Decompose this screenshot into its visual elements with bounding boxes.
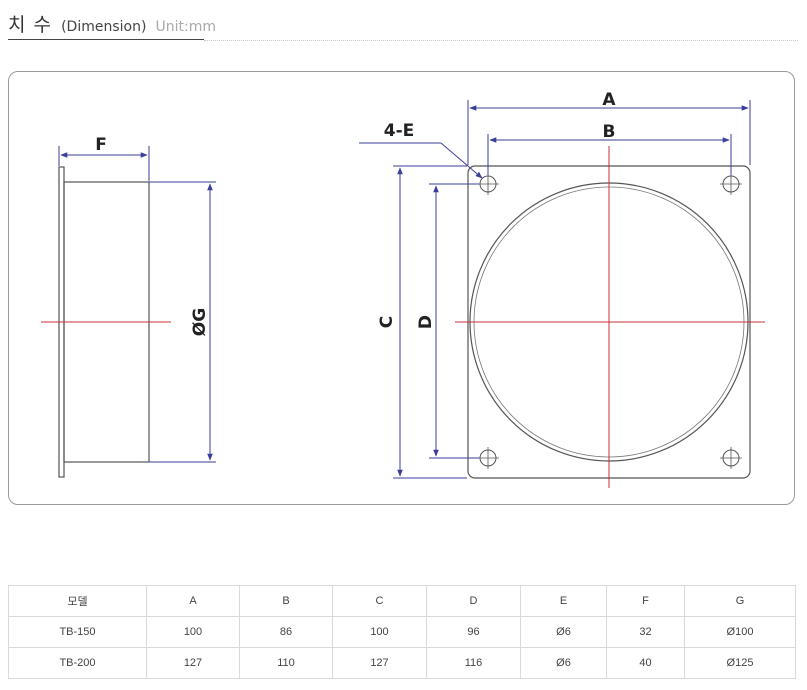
- cell-A: 127: [146, 647, 240, 679]
- cell-C: 127: [332, 647, 427, 679]
- cell-B: 110: [239, 647, 333, 679]
- cell-F: 40: [606, 647, 685, 679]
- dimension-drawing: F ØG: [41, 90, 765, 488]
- header-F: F: [606, 585, 685, 617]
- label-E: 4-E: [384, 121, 415, 141]
- front-view: A B C D 4-E: [359, 90, 765, 488]
- header-A: A: [146, 585, 240, 617]
- cell-D: 116: [426, 647, 521, 679]
- label-C: C: [377, 316, 397, 328]
- dimension-drawing-panel: F ØG: [8, 71, 795, 505]
- title-underline: [8, 39, 204, 40]
- header-model: 모델: [8, 585, 147, 617]
- section-title: 치 수 (Dimension) Unit:mm: [8, 10, 216, 37]
- title-english: (Dimension): [61, 19, 147, 35]
- dotted-divider: [204, 40, 798, 41]
- cell-model: TB-200: [8, 647, 147, 679]
- unit-label: Unit:mm: [155, 19, 217, 35]
- cell-E: Ø6: [520, 647, 607, 679]
- header-C: C: [332, 585, 427, 617]
- table-row: TB-150 100 86 100 96 Ø6 32 Ø100: [8, 616, 796, 648]
- side-view: F ØG: [41, 135, 216, 478]
- cell-model: TB-150: [8, 616, 147, 648]
- cell-F: 32: [606, 616, 685, 648]
- label-A: A: [602, 90, 616, 110]
- cell-G: Ø100: [684, 616, 796, 648]
- label-G: ØG: [190, 308, 210, 336]
- cell-D: 96: [426, 616, 521, 648]
- leader-E-arrow: [440, 142, 483, 179]
- bolt-hole-bottom-right: [720, 447, 742, 469]
- cell-G: Ø125: [684, 647, 796, 679]
- header-D: D: [426, 585, 521, 617]
- bolt-hole-top-right: [720, 173, 742, 195]
- label-B: B: [603, 122, 616, 142]
- section-header: 치 수 (Dimension) Unit:mm: [8, 8, 798, 42]
- bolt-hole-bottom-left: [477, 447, 499, 469]
- title-korean: 치 수: [8, 14, 52, 36]
- cell-E: Ø6: [520, 616, 607, 648]
- label-F: F: [95, 135, 107, 155]
- table-row: TB-200 127 110 127 116 Ø6 40 Ø125: [8, 647, 796, 679]
- cell-A: 100: [146, 616, 240, 648]
- cell-B: 86: [239, 616, 333, 648]
- dimension-table: 모델 A B C D E F G TB-150 100 86 100 96 Ø6…: [8, 585, 796, 679]
- header-B: B: [239, 585, 333, 617]
- header-E: E: [520, 585, 607, 617]
- table-header-row: 모델 A B C D E F G: [8, 585, 796, 617]
- header-G: G: [684, 585, 796, 617]
- bolt-hole-top-left: [477, 173, 499, 195]
- cell-C: 100: [332, 616, 427, 648]
- label-D: D: [416, 315, 436, 329]
